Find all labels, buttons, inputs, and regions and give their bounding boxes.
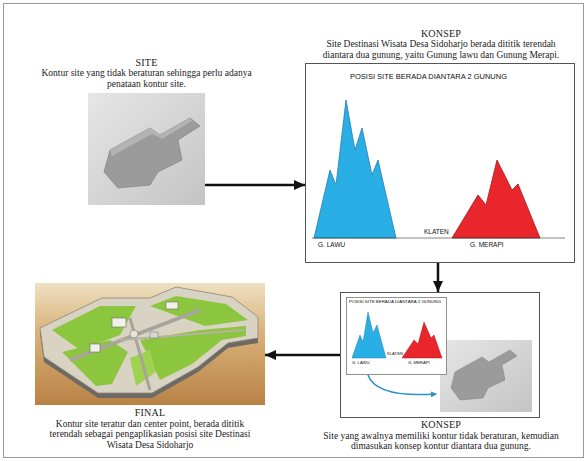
stage-panel: KONSEPSite yang awalnya memiliki kontur … [340,292,540,418]
stage-description: Kontur site teratur dan center point, be… [48,419,253,452]
frame [4,4,584,458]
stage-panel: SITEKontur site yang tidak beraturan seh… [88,93,205,205]
stage-description: Site yang awalnya memiliki kontur tidak … [316,431,566,453]
caption-group: FINALKontur site teratur dan center poin… [48,407,253,451]
mountain-illustration [312,100,565,238]
illustration-label: POSISI SITE BERADA DIANTARA 2 GUNUNG [350,73,507,81]
stage-description: Site Destinasi Wisata Desa Sidoharjo ber… [319,39,564,61]
stage-heading: KONSEP [319,28,564,40]
stage-heading: KONSEP [316,419,566,431]
stage-heading: SITE [32,57,262,69]
flow-arrow [437,263,440,292]
stage-heading: FINAL [48,407,253,419]
caption-group: SITEKontur site yang tidak beraturan seh… [32,57,262,90]
final-render [35,283,265,405]
concept-illustration [347,298,533,413]
illustration-label: G. LAWU [352,361,370,365]
illustration-label: G. MERAPI [408,361,430,365]
flow-arrow [205,184,305,187]
illustration-label: G. LAWU [318,242,345,249]
caption-group: KONSEPSite Destinasi Wisata Desa Sidohar… [319,28,564,61]
site-shape [88,93,205,205]
stage-description: Kontur site yang tidak beraturan sehingg… [32,68,262,90]
illustration-label: G. MERAPI [470,242,504,249]
illustration-label: KLATEN [387,352,403,356]
caption-group: KONSEPSite yang awalnya memiliki kontur … [316,419,566,452]
illustration-label: POSISI SITE BERADA DIANTARA 2 GUNUNG [349,300,441,304]
illustration-label: KLATEN [424,229,449,236]
flow-arrow [265,354,340,357]
stage-panel: FINALKontur site teratur dan center poin… [35,283,265,405]
